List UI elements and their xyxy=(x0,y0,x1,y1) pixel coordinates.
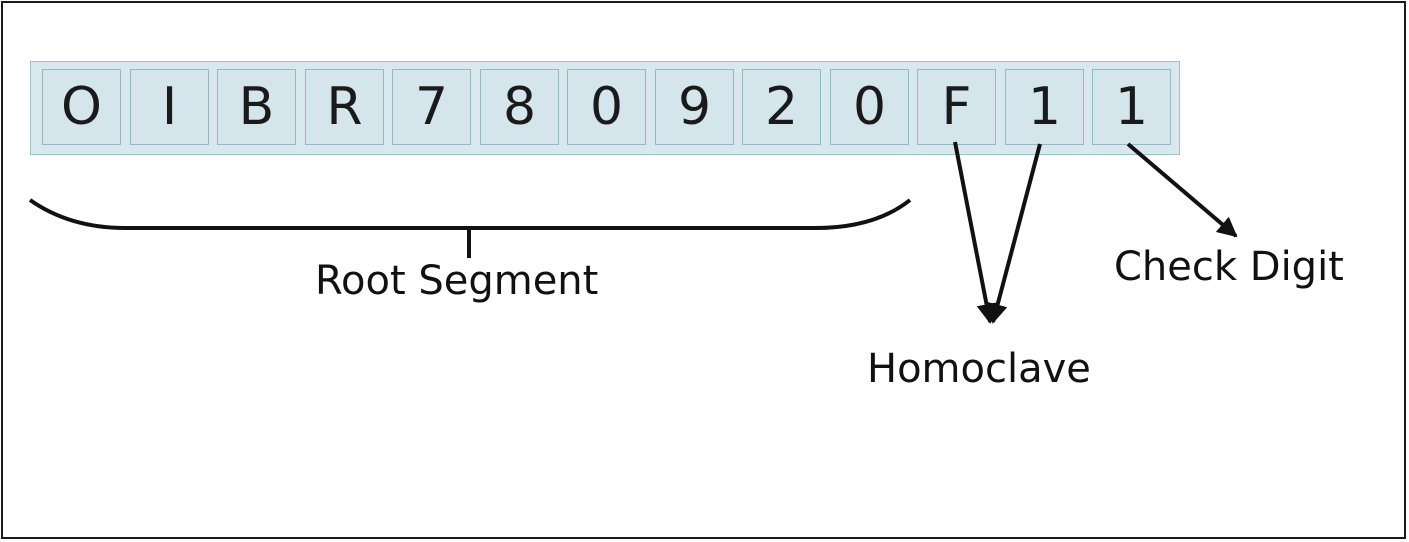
code-cell: R xyxy=(305,69,384,145)
code-cell: F xyxy=(917,69,996,145)
homoclave-arrow-1 xyxy=(987,143,1042,324)
homoclave-arrow-f xyxy=(953,141,997,324)
check-digit-label: Check Digit xyxy=(1114,244,1344,290)
code-cell: 9 xyxy=(655,69,734,145)
check-digit-arrow xyxy=(1126,142,1238,238)
code-cell: 1 xyxy=(1092,69,1171,145)
code-cell: O xyxy=(42,69,121,145)
homoclave-label: Homoclave xyxy=(867,346,1091,392)
code-cell: 0 xyxy=(567,69,646,145)
code-cell: 0 xyxy=(830,69,909,145)
root-segment-brace xyxy=(28,198,912,230)
code-cell: 1 xyxy=(1005,69,1084,145)
code-cell: B xyxy=(217,69,296,145)
code-cell: I xyxy=(130,69,209,145)
root-segment-label: Root Segment xyxy=(315,258,599,304)
code-cell: 8 xyxy=(480,69,559,145)
code-cell: 2 xyxy=(742,69,821,145)
code-cell: 7 xyxy=(392,69,471,145)
